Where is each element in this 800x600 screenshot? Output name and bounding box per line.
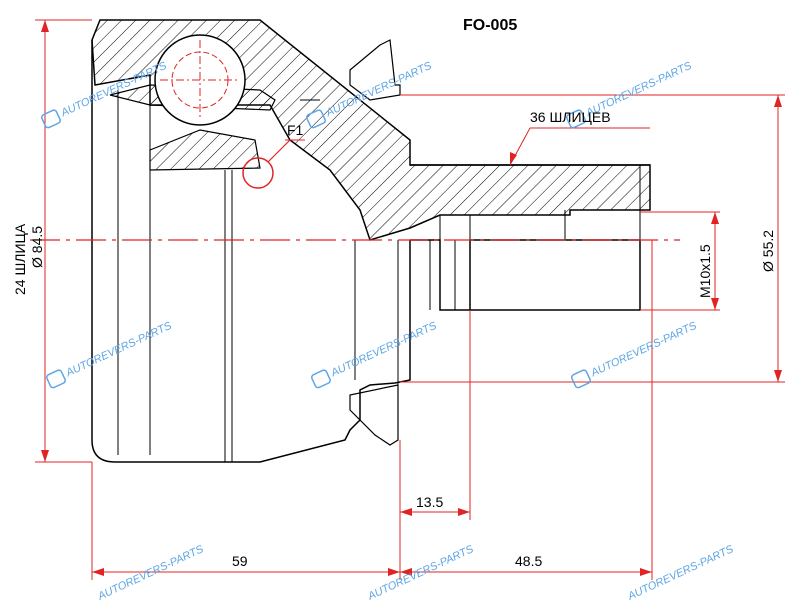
f1-callout-label: F1 — [287, 122, 304, 138]
watermark-text: AUTOREVERS-PARTS — [588, 320, 699, 380]
total-left-dim: 59 — [232, 553, 248, 569]
outline-view — [91, 239, 641, 463]
splines-inner-label: 24 ШЛИЦА — [12, 223, 28, 295]
section-view — [91, 19, 651, 241]
inner-race-section — [149, 129, 261, 171]
watermark-text: AUTOREVERS-PARTS — [365, 543, 476, 600]
diameter-outer-label: Ø 84.5 — [29, 226, 45, 268]
thread-label: M10x1.5 — [697, 244, 713, 298]
diameter-shaft-label: Ø 55.2 — [760, 230, 776, 272]
watermark-text: AUTOREVERS-PARTS — [328, 320, 439, 380]
dimension-lines — [35, 19, 785, 580]
thread-length-dim: 13.5 — [416, 494, 443, 510]
splines-outer-label: 36 ШЛИЦЕВ — [530, 109, 611, 125]
watermark-text: AUTOREVERS-PARTS — [95, 543, 206, 600]
part-number-title: FO-005 — [463, 17, 517, 34]
watermark-text: AUTOREVERS-PARTS — [63, 320, 174, 380]
total-right-dim: 48.5 — [515, 553, 542, 569]
f1-callout-circle — [242, 157, 274, 189]
